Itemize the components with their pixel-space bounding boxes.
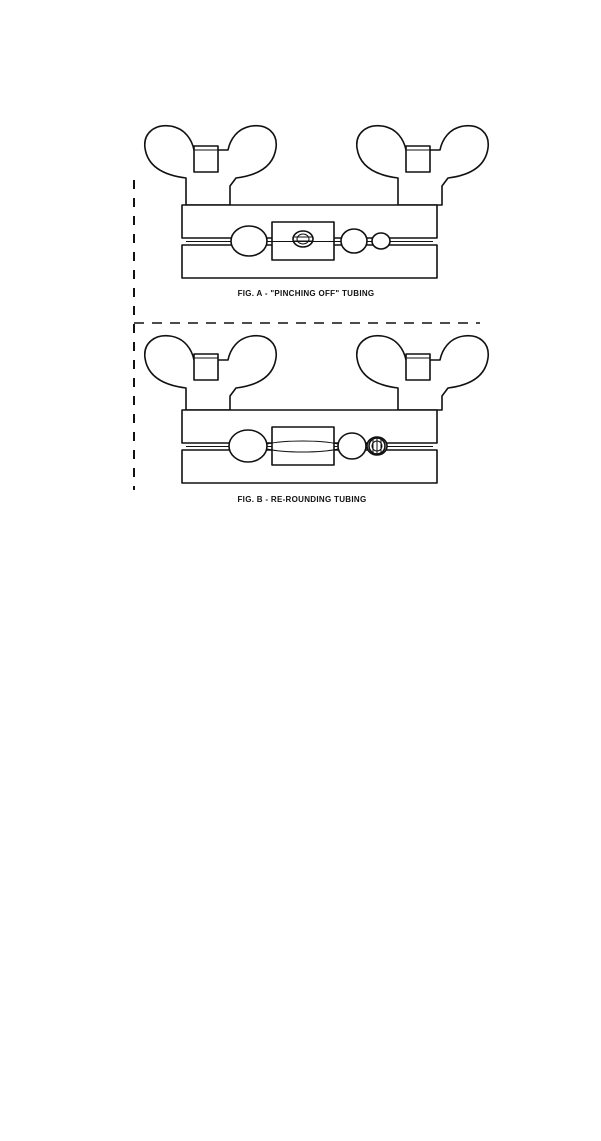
large-round-cavity [229, 430, 267, 462]
figure-a-caption: FIG. A - "PINCHING OFF" TUBING [238, 289, 375, 298]
right-wing-nut [357, 126, 488, 205]
medium-round-cavity [341, 229, 367, 253]
medium-round-cavity [338, 433, 366, 459]
large-round-cavity [231, 226, 267, 256]
figure-a-pinching-off: FIG. A - "PINCHING OFF" TUBING [145, 126, 488, 298]
right-wing-nut [357, 336, 488, 410]
figure-b-caption: FIG. B - RE-ROUNDING TUBING [238, 495, 367, 504]
flat-pinch-cavity [272, 427, 334, 465]
left-wing-nut [145, 336, 276, 410]
figure-b-re-rounding: FIG. B - RE-ROUNDING TUBING [145, 336, 488, 504]
small-round-cavity [372, 233, 390, 249]
left-wing-nut [145, 126, 276, 205]
